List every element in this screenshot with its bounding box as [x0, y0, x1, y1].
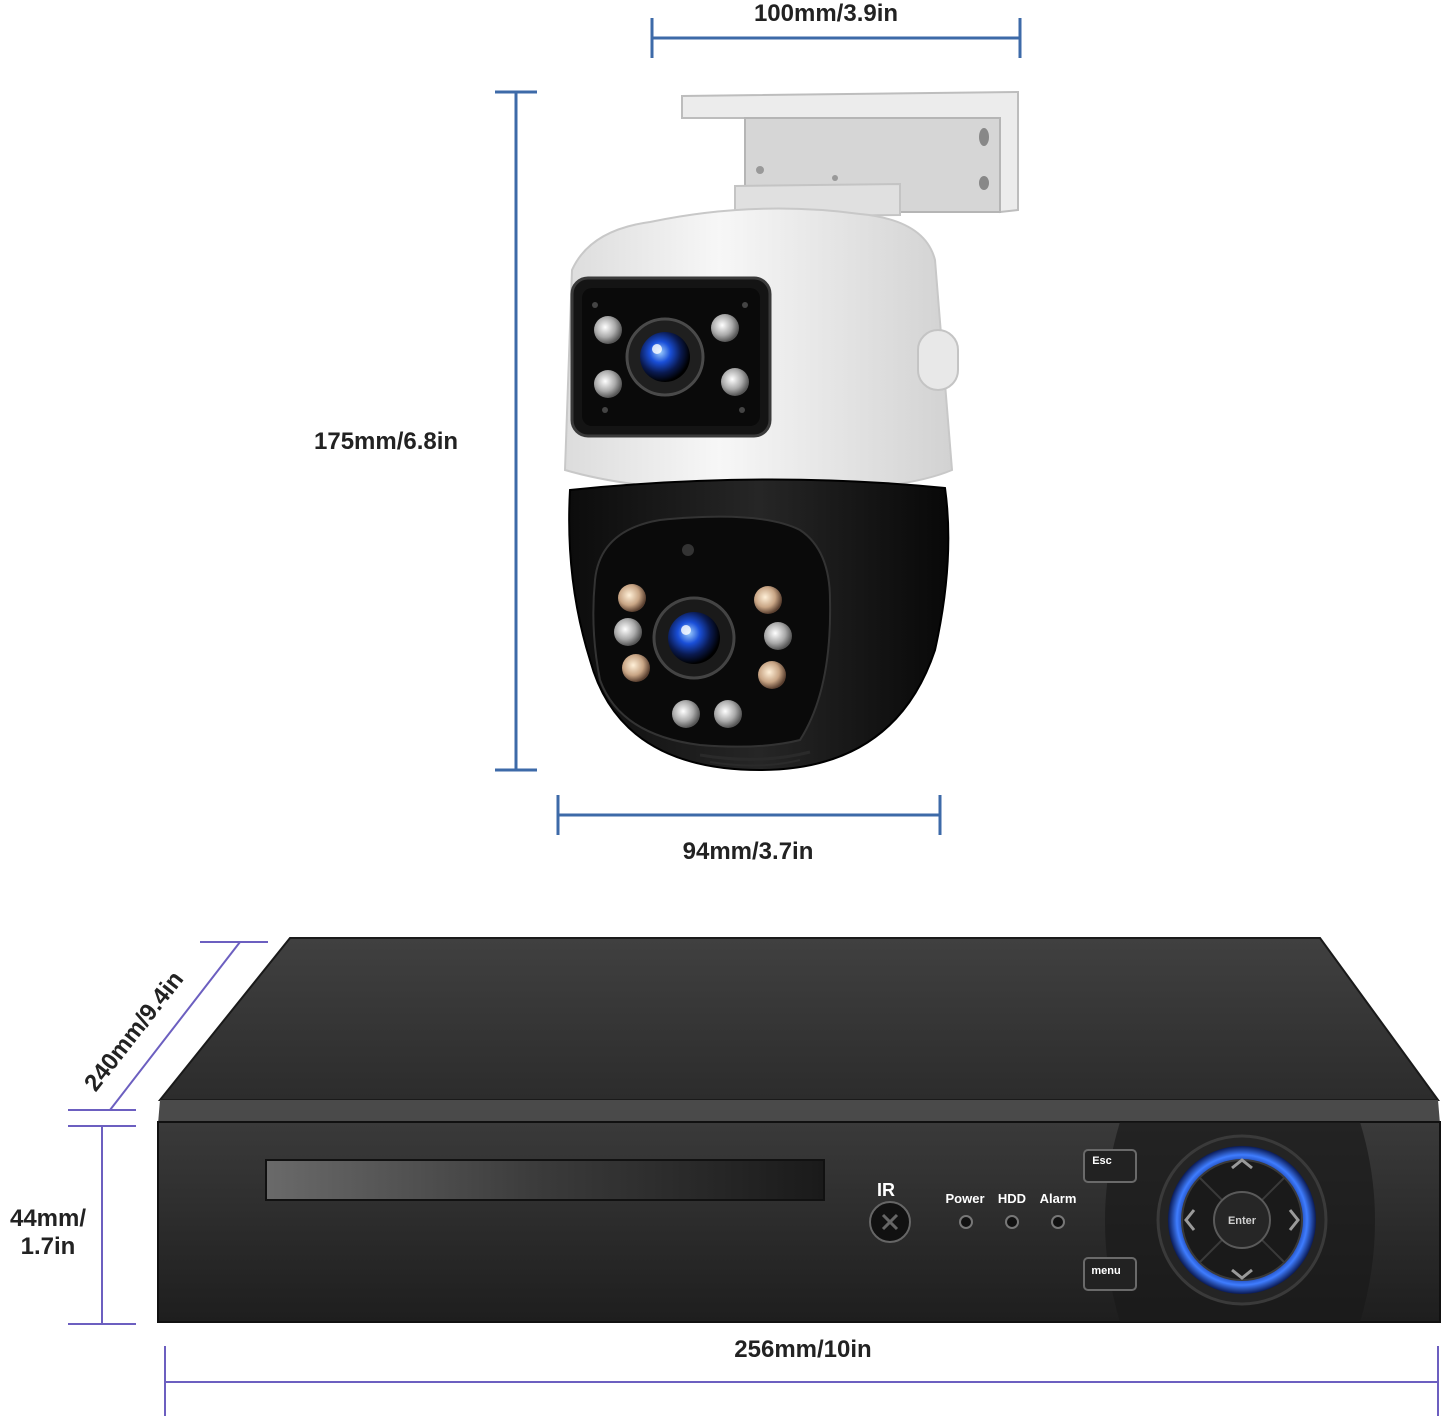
ir-led [764, 622, 792, 650]
hdd-led [1005, 1215, 1019, 1229]
recorder-height-dimension [68, 1125, 136, 1325]
camera-lower-dome [568, 478, 950, 772]
camera-top-width-dimension [650, 18, 1022, 58]
recorder-height-label: 44mm/ 1.7in [10, 1205, 86, 1261]
alarm-led [1051, 1215, 1065, 1229]
recorder-top [157, 937, 1440, 1101]
alarm-label: Alarm [1040, 1191, 1077, 1206]
recorder-width-dimension [164, 1346, 1439, 1416]
menu-button[interactable] [1083, 1257, 1137, 1291]
camera-illustration [563, 90, 1019, 772]
recorder-depth-dimension [68, 941, 268, 1111]
camera-bottom-width-dimension [556, 795, 942, 835]
ir-led [758, 661, 786, 689]
recorder-height-label-line1: 44mm/ [9, 1205, 87, 1232]
enter-button[interactable] [1213, 1191, 1271, 1249]
esc-label: Esc [1092, 1155, 1112, 1167]
ir-led [594, 316, 622, 344]
disc-slot-panel [265, 1159, 825, 1201]
ir-led [622, 654, 650, 682]
ir-led [754, 586, 782, 614]
ir-led [714, 700, 742, 728]
ir-led [618, 584, 646, 612]
recorder-depth-label: 240mm/9.4in [79, 966, 189, 1096]
camera-height-dimension [495, 90, 537, 772]
down-arrow-icon[interactable] [1231, 1268, 1253, 1280]
recorder-front-bevel [158, 1100, 1440, 1124]
recorder-illustration: IR Power HDD Alarm Esc menu Enter [157, 937, 1441, 1323]
upper-lens [640, 332, 690, 382]
ir-led [721, 368, 749, 396]
upper-lens-window [570, 276, 772, 438]
recorder-height-label-line2: 1.7in [20, 1233, 76, 1260]
microphone [682, 544, 694, 556]
power-label: Power [945, 1191, 984, 1206]
hdd-label: HDD [998, 1191, 1026, 1206]
menu-label: menu [1091, 1265, 1120, 1277]
ir-led [672, 700, 700, 728]
camera-bottom-width-label: 94mm/3.7in [682, 838, 814, 865]
camera-height-label: 175mm/6.8in [314, 428, 459, 455]
ir-led [614, 618, 642, 646]
side-knob [917, 329, 959, 391]
esc-button[interactable] [1083, 1149, 1137, 1183]
up-arrow-icon[interactable] [1231, 1158, 1253, 1170]
right-arrow-icon[interactable] [1288, 1209, 1300, 1231]
left-arrow-icon[interactable] [1184, 1209, 1196, 1231]
ir-led [711, 314, 739, 342]
ir-label: IR [877, 1180, 895, 1200]
camera-top-width-label: 100mm/3.9in [753, 0, 899, 27]
lower-lens [668, 612, 720, 664]
recorder-width-label: 256mm/10in [734, 1336, 872, 1363]
enter-label: Enter [1228, 1215, 1257, 1227]
power-led [959, 1215, 973, 1229]
ir-led [594, 370, 622, 398]
